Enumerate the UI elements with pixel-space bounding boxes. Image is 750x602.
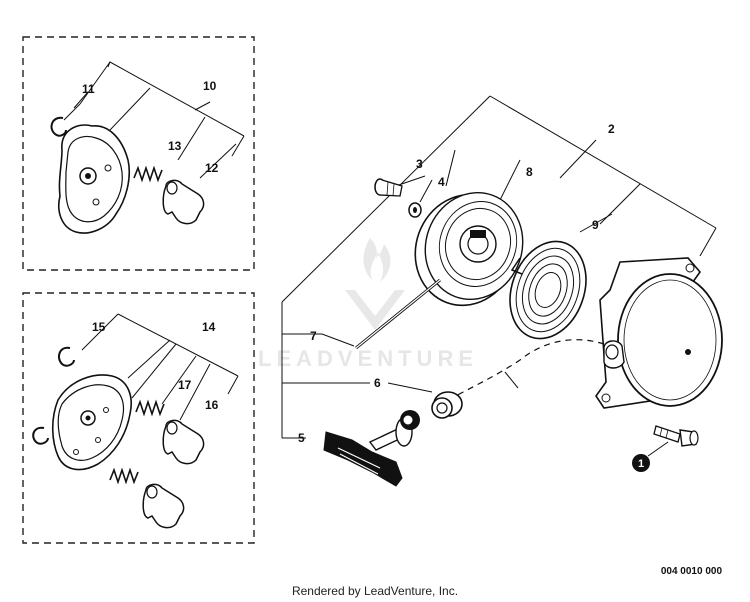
leader-lines-upper [63, 61, 245, 179]
footer-credit: Rendered by LeadVenture, Inc. [291, 584, 459, 598]
pawl-lower-1 [162, 419, 205, 465]
kit-box-upper [22, 36, 255, 271]
ratchet-plate-lower [51, 374, 132, 471]
callout-1: 1 [638, 458, 644, 470]
bolt-1 [647, 425, 699, 457]
pawl-lower-2 [142, 483, 185, 529]
diagram-reference-code: 004 0010 000 [660, 566, 722, 577]
e-clip-lower-2 [32, 426, 49, 445]
e-clip-lower-1 [57, 346, 75, 367]
spring-upper [133, 165, 163, 183]
callout-3: 3 [416, 157, 423, 171]
rope-route-dashed [451, 339, 605, 399]
spring-lower-2 [109, 467, 139, 485]
callout-12: 12 [205, 161, 219, 175]
screw-3 [374, 178, 403, 197]
callout-13: 13 [168, 139, 182, 153]
callout-5: 5 [298, 431, 305, 445]
callout-8: 8 [526, 165, 533, 179]
watermark-text: LEADVENTURE [258, 346, 478, 371]
rope-pulley-8 [414, 191, 524, 307]
callout-16: 16 [205, 398, 219, 412]
spring-lower-1 [135, 399, 165, 417]
callout-4: 4 [438, 175, 445, 189]
callout-15: 15 [92, 320, 106, 334]
starter-housing [595, 257, 723, 409]
e-clip-upper [50, 116, 67, 137]
callout-1-badge: 1 [632, 454, 650, 472]
callout-9: 9 [592, 218, 599, 232]
callout-7: 7 [310, 329, 317, 343]
callout-10: 10 [203, 79, 217, 93]
leadventure-watermark: LEADVENTURE [258, 238, 478, 371]
pawl-upper [162, 179, 205, 225]
starter-handle-5 [323, 410, 420, 487]
callout-14: 14 [202, 320, 216, 334]
callout-11: 11 [82, 82, 95, 96]
ratchet-plate-upper [58, 124, 131, 234]
leader-lines-main [281, 95, 717, 439]
recoil-spring-9 [509, 240, 587, 340]
callout-2: 2 [608, 122, 615, 136]
washer-4 [408, 202, 422, 218]
callout-17: 17 [178, 378, 192, 392]
leader-lines-lower [81, 313, 239, 421]
callout-6: 6 [374, 376, 381, 390]
rope-guide-6 [431, 391, 463, 419]
